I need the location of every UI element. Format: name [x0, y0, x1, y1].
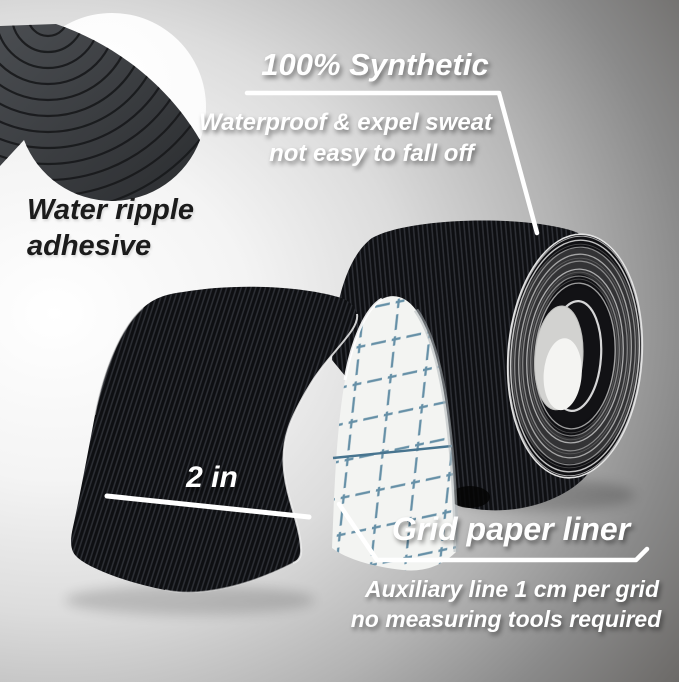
grid-liner-title: Grid paper liner [391, 511, 631, 547]
strip-shadow [65, 585, 315, 615]
roll-bottom-rim [450, 486, 490, 508]
grid-liner-subtitle-line1: Auxiliary line 1 cm per grid [365, 576, 659, 602]
grid-callout-line [336, 501, 650, 563]
synthetic-title: 100% Synthetic [261, 47, 489, 82]
width-label: 2 in [186, 461, 238, 494]
liner-left-highlight [343, 297, 383, 381]
roll-core [534, 305, 584, 411]
waterproof-subtitle-line2: not easy to fall off [269, 140, 474, 167]
grid-lines [332, 296, 456, 571]
water-ripple-label-line1: Water ripple [27, 194, 195, 226]
grid-solid-line [332, 444, 453, 460]
liner-right-shade [413, 308, 459, 553]
grid-liner-arch [332, 296, 459, 571]
strip-bottom-edge-highlight [164, 562, 294, 594]
water-ripple-label-line2: adhesive [27, 230, 152, 262]
tape-roll-face [506, 233, 644, 479]
synthetic-callout-line [244, 90, 540, 236]
unrolled-tape-strip [71, 286, 359, 594]
strip-left-edge-highlight [94, 307, 144, 416]
grid-liner-subtitle-line2: no measuring tools required [350, 606, 662, 632]
strip-right-edge-highlight [282, 313, 359, 564]
waterproof-subtitle-line1: Waterproof & expel sweat [199, 109, 492, 136]
width-measure-line [104, 493, 312, 520]
ripple-adhesive-badge [0, 13, 206, 201]
